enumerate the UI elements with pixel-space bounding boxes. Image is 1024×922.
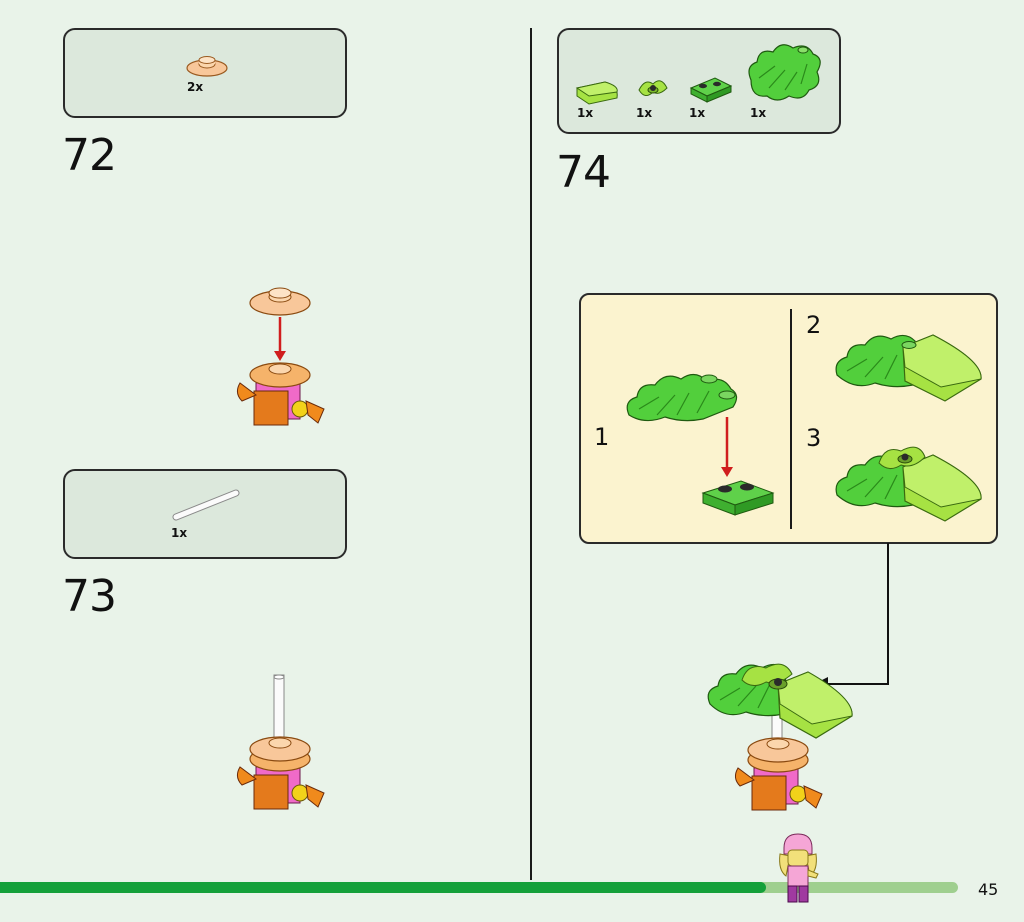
step-number: 73 <box>62 571 117 622</box>
page-number: 45 <box>978 880 999 899</box>
substep-number: 3 <box>806 424 822 452</box>
part-qty: 1x <box>577 106 594 120</box>
part-qty: 1x <box>636 106 653 120</box>
sub-assembly-divider <box>790 309 792 529</box>
part-qty: 1x <box>171 526 188 540</box>
parts-box-step-74: 1x 1x 1x 1x <box>557 28 841 134</box>
lime-leaf-plate-icon <box>638 80 668 96</box>
parts-box-step-73: 1x <box>63 469 347 559</box>
step-73-assembly-illustration <box>236 674 325 810</box>
parts-box-step-72: 2x <box>63 28 347 118</box>
transparent-bar-icon <box>172 489 240 521</box>
step-number: 72 <box>62 130 117 181</box>
part-qty: 1x <box>750 106 767 120</box>
orange-transparent-round-plate-icon <box>186 56 228 77</box>
progress-bar-fill <box>0 882 766 893</box>
part-qty: 1x <box>689 106 706 120</box>
substep-number: 1 <box>594 423 610 451</box>
green-plate-1x2-icon <box>689 77 733 103</box>
green-leaf-piece-icon <box>748 44 821 101</box>
step-72-assembly-illustration <box>236 287 325 426</box>
lime-curved-slope-icon <box>575 81 618 105</box>
substep-1-illustration <box>626 373 775 516</box>
substep-3-illustration <box>835 446 982 522</box>
page-column-divider <box>530 28 532 880</box>
minifigure-progress-marker-icon <box>779 833 819 903</box>
step-number: 74 <box>556 147 611 198</box>
part-qty: 2x <box>187 80 204 94</box>
substep-number: 2 <box>806 311 822 339</box>
substep-2-illustration <box>835 334 982 402</box>
sub-assembly-panel: 1 2 3 <box>579 293 998 544</box>
step-74-assembly-illustration <box>707 663 853 811</box>
